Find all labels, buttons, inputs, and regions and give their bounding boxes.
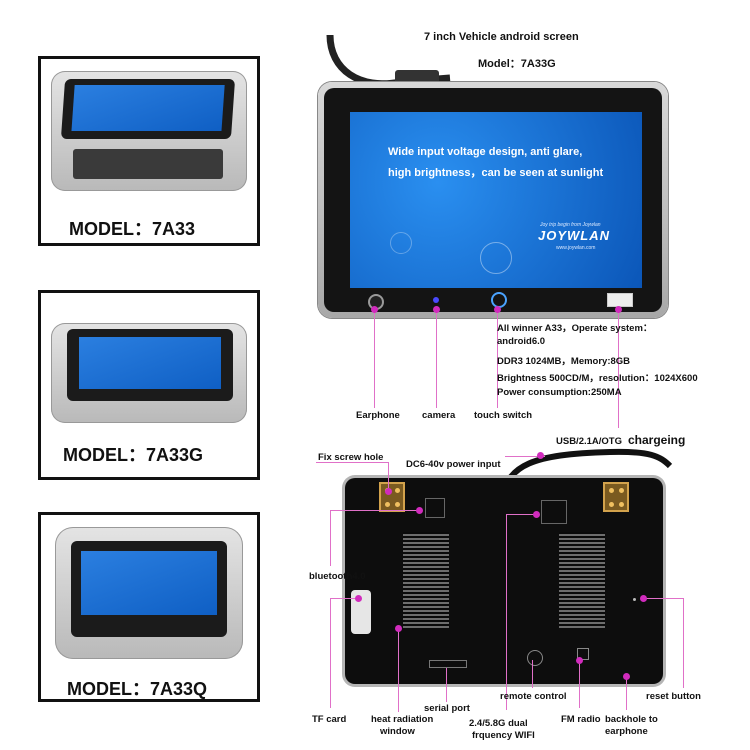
model-panel-7a33: MODEL：7A33 xyxy=(38,56,260,246)
callout-line xyxy=(330,598,331,708)
screen-display xyxy=(71,85,225,131)
screw-hole-connector xyxy=(379,482,405,512)
front-screen: Wide input voltage design, anti glare, h… xyxy=(350,112,642,288)
screen-headline-2: high brightness，can be seen at sunlight xyxy=(388,167,604,179)
callout-line xyxy=(388,462,389,490)
device-photo-7a33 xyxy=(51,71,247,191)
model-label: MODEL：7A33G xyxy=(63,445,204,465)
label-charging: chargeing xyxy=(628,433,686,447)
device-screen xyxy=(71,541,227,637)
spec-line: Brightness 500CD/M，resolution：1024X600 xyxy=(497,373,698,384)
label-heat-radiation-1: heat radiation xyxy=(371,714,434,725)
callout-line xyxy=(505,456,545,457)
usb-port-icon xyxy=(607,293,633,307)
callout-line xyxy=(398,628,399,712)
spec-line: All winner A33，Operate system： xyxy=(497,323,653,334)
decorative-circle xyxy=(480,242,512,274)
front-bezel: Wide input voltage design, anti glare, h… xyxy=(324,88,662,312)
callout-dot xyxy=(371,306,378,313)
model-panel-7a33q: MODEL：7A33Q xyxy=(38,512,260,702)
label-usb: USB/2.1A/OTG xyxy=(556,436,622,447)
callout-line xyxy=(436,308,437,408)
screen-display xyxy=(79,337,221,389)
callout-dot xyxy=(576,657,583,664)
label-serial-port: serial port xyxy=(424,703,470,714)
label-earphone: Earphone xyxy=(356,410,400,421)
callout-line xyxy=(683,598,684,688)
callout-line xyxy=(446,668,447,702)
callout-dot xyxy=(615,306,622,313)
label-fm-radio: FM radio xyxy=(561,714,601,725)
device-photo-7a33g xyxy=(51,323,247,423)
callout-dot xyxy=(395,625,402,632)
callout-dot xyxy=(355,595,362,602)
label-backhole-1: backhole to xyxy=(605,714,658,725)
callout-line xyxy=(506,514,536,515)
label-camera: camera xyxy=(422,410,456,421)
device-screen xyxy=(60,79,236,139)
page-title: 7 inch Vehicle android screen xyxy=(424,31,579,43)
callout-line xyxy=(330,510,331,566)
callout-dot xyxy=(623,673,630,680)
device-base xyxy=(73,149,223,179)
model-panel-7a33g: MODEL：7A33G xyxy=(38,290,260,480)
camera-icon xyxy=(433,297,439,303)
screen-headline-1: Wide input voltage design, anti glare, xyxy=(388,146,583,158)
callout-line xyxy=(330,510,420,511)
label-fix-screw-hole: Fix screw hole xyxy=(318,452,384,463)
callout-dot xyxy=(494,306,501,313)
model-label: MODEL：7A33 xyxy=(69,219,196,239)
callout-line xyxy=(579,660,580,708)
label-touch-switch: touch switch xyxy=(474,410,533,421)
label-remote-control: remote control xyxy=(500,691,567,702)
brand-logo: JOYWLAN xyxy=(538,228,610,243)
callout-dot xyxy=(640,595,647,602)
callout-line xyxy=(497,308,498,408)
label-tf-card: TF card xyxy=(312,714,347,725)
callout-line xyxy=(330,598,358,599)
brand-url: www.joywlan.com xyxy=(556,245,596,251)
back-device xyxy=(345,478,663,684)
back-power-cable xyxy=(499,448,673,497)
label-bluetooth: bluetooth4.0 xyxy=(309,571,366,582)
callout-dot xyxy=(385,488,392,495)
callout-dot xyxy=(416,507,423,514)
decorative-circle xyxy=(390,232,412,254)
remote-control-sensor xyxy=(527,650,543,666)
heat-radiation-window xyxy=(559,532,605,628)
callout-dot xyxy=(533,511,540,518)
model-label: MODEL：7A33Q xyxy=(67,679,208,699)
device-photo-7a33q xyxy=(55,527,243,659)
callout-dot xyxy=(433,306,440,313)
model-subtitle: Model：7A33G xyxy=(478,58,556,70)
callout-line xyxy=(316,462,388,463)
label-dual-wifi-2: frquency WIFI xyxy=(472,730,535,741)
wifi-module xyxy=(541,500,567,524)
label-backhole-2: earphone xyxy=(605,726,648,737)
front-device: Wide input voltage design, anti glare, h… xyxy=(318,82,668,318)
callout-line xyxy=(374,308,375,408)
label-reset-button: reset button xyxy=(646,691,701,702)
spec-line: android6.0 xyxy=(497,336,546,347)
callout-line xyxy=(618,308,619,428)
callout-line xyxy=(506,514,507,710)
callout-line xyxy=(626,676,627,710)
spec-line: DDR3 1024MB，Memory:8GB xyxy=(497,356,631,367)
label-power-input: DC6-40v power input xyxy=(406,459,501,470)
screw-hole-connector xyxy=(603,482,629,512)
label-dual-wifi-1: 2.4/5.8G dual xyxy=(469,718,528,729)
serial-port xyxy=(429,660,467,668)
reset-button[interactable] xyxy=(633,598,636,601)
callout-line xyxy=(643,598,683,599)
callout-line xyxy=(532,660,533,688)
brand-tagline: Joy trip begin from Joywlan xyxy=(540,222,601,228)
callout-dot xyxy=(537,452,544,459)
bluetooth-module xyxy=(425,498,445,518)
screen-display xyxy=(81,551,217,615)
spec-line: Power consumption:250MA xyxy=(497,387,622,398)
label-heat-radiation-2: window xyxy=(380,726,415,737)
heat-radiation-window xyxy=(403,532,449,628)
device-screen xyxy=(67,329,233,401)
fm-radio-module xyxy=(577,648,589,660)
